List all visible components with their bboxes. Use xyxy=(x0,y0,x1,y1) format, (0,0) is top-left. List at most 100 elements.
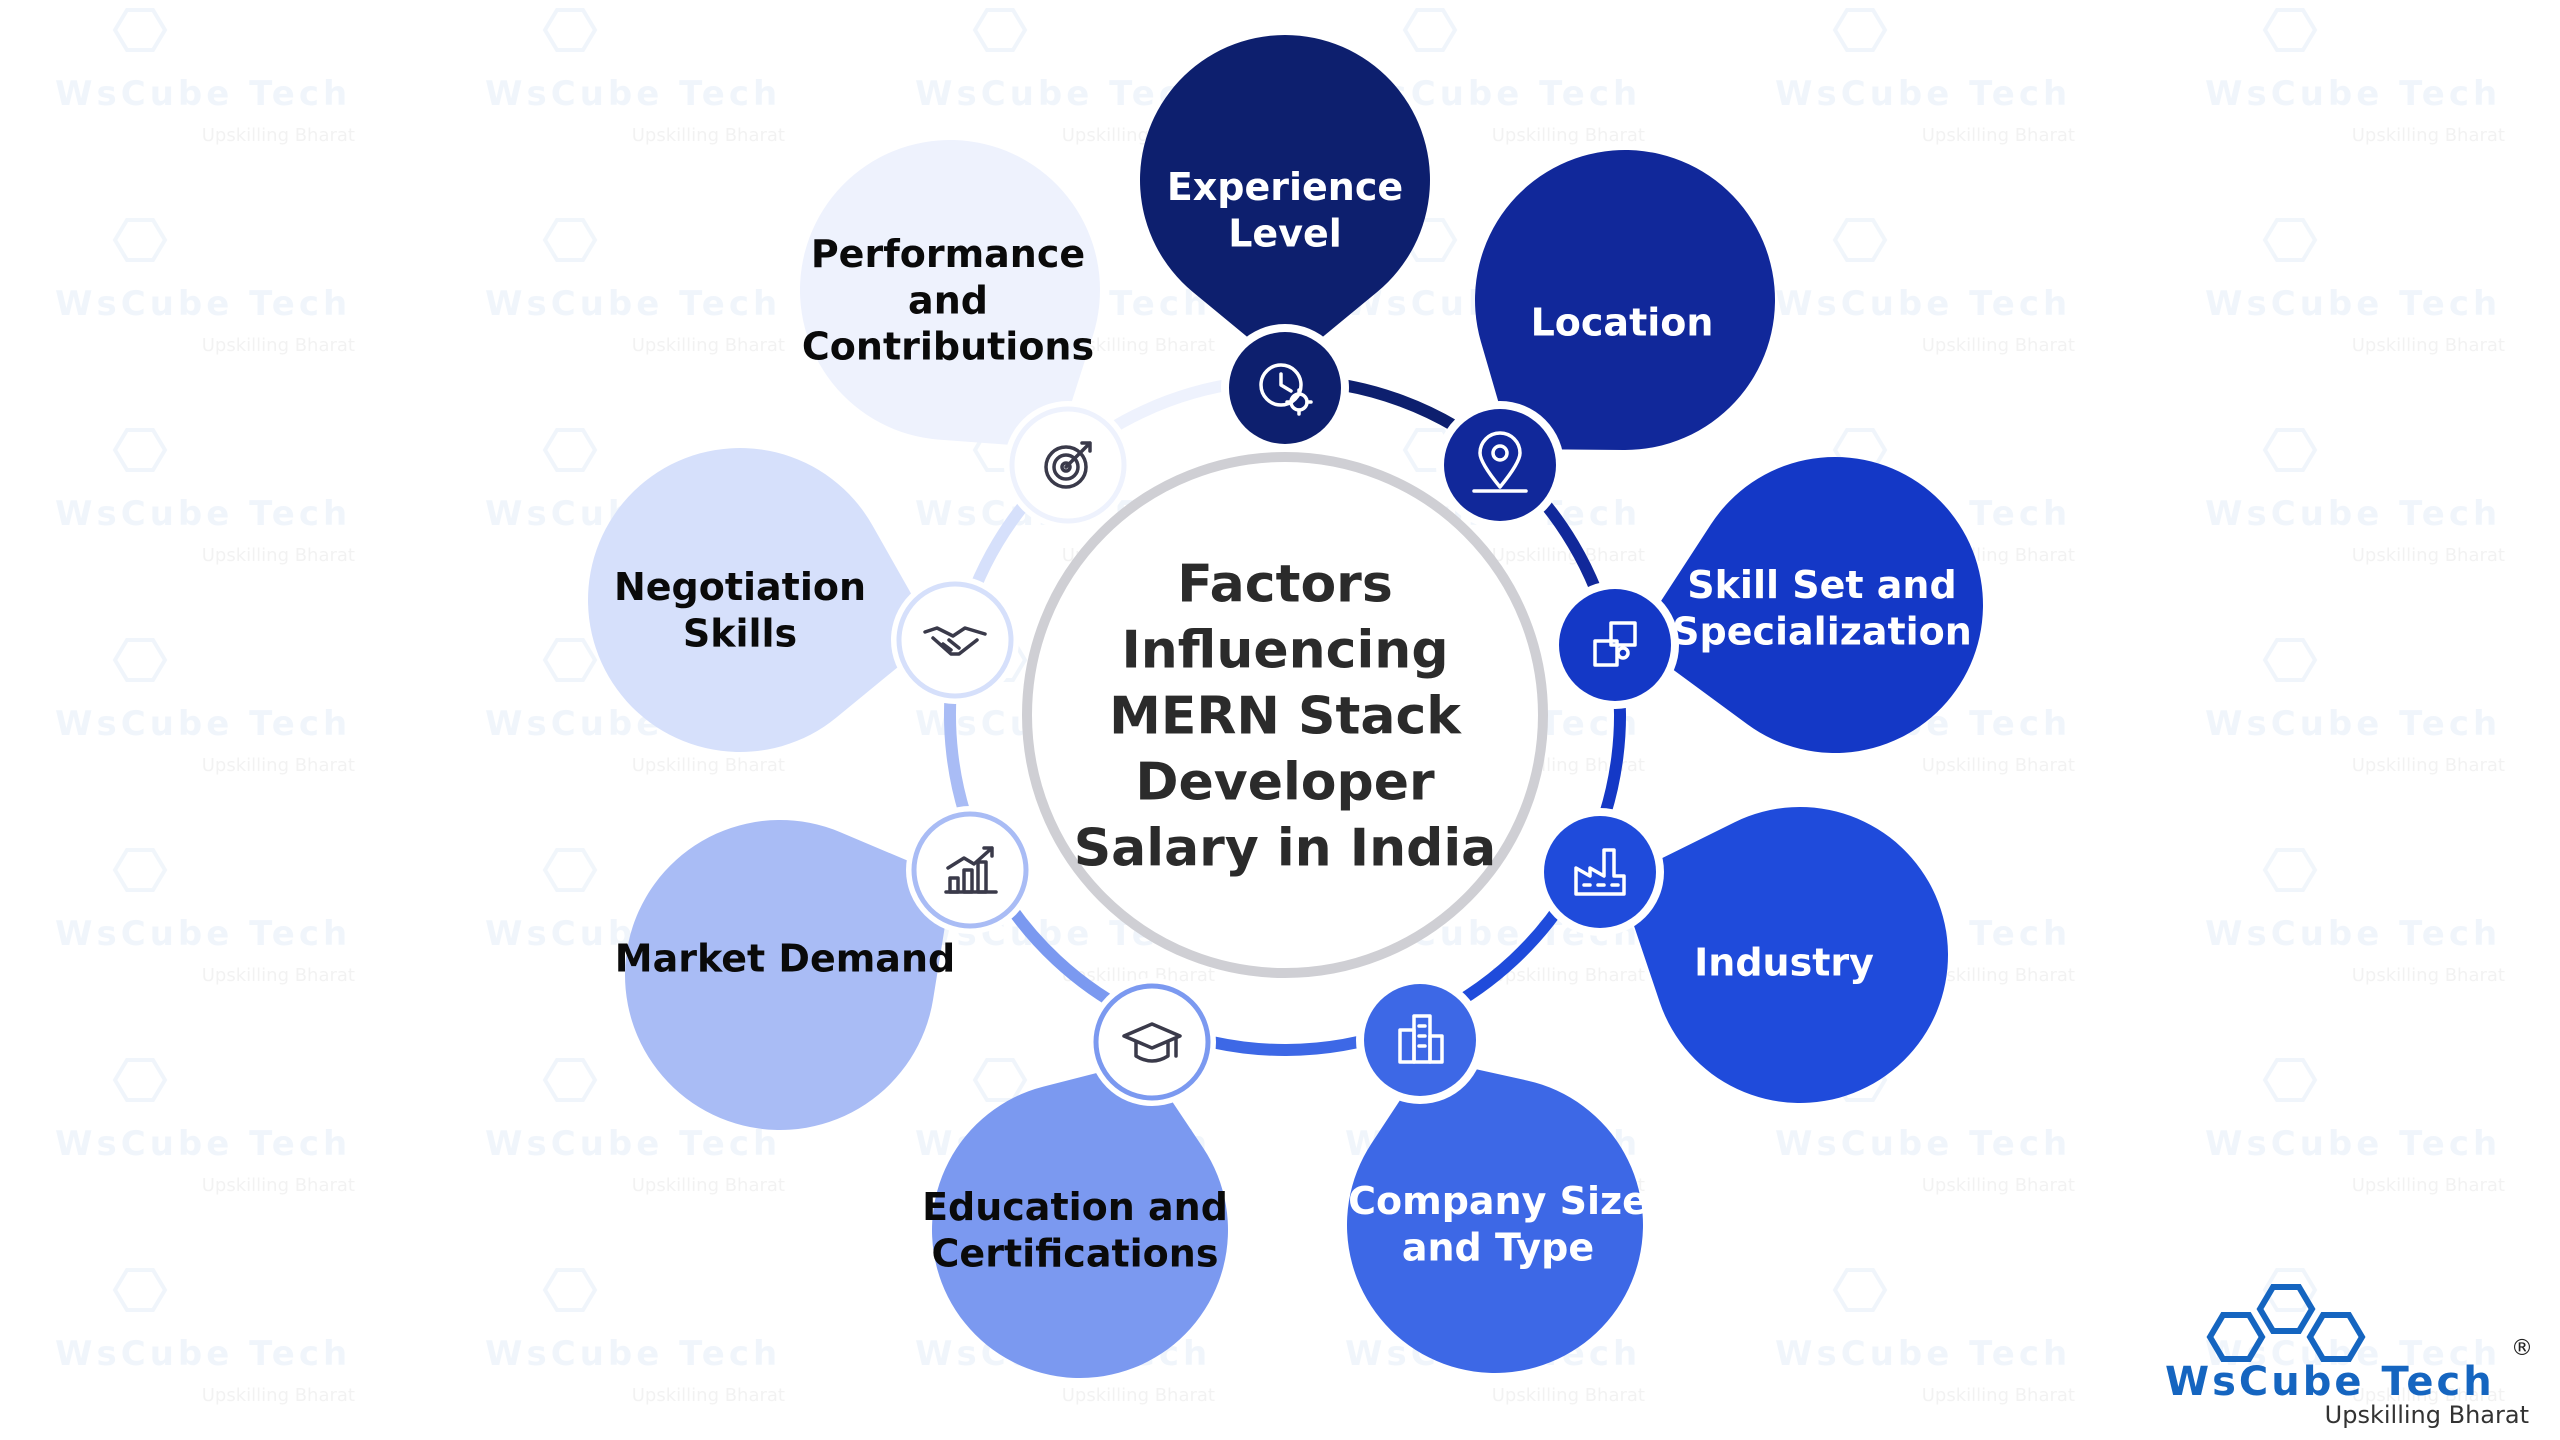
petal-shape xyxy=(1139,34,1430,368)
watermark-brand: WsCube Tech xyxy=(915,74,1211,114)
watermark-brand: WsCube Tech xyxy=(55,1334,351,1374)
watermark-brand: WsCube Tech xyxy=(55,74,351,114)
puzzle-icon xyxy=(1551,581,1679,709)
factor-label: Level xyxy=(1228,211,1342,255)
location-pin-icon xyxy=(1436,401,1564,529)
factor-label: and xyxy=(908,278,988,322)
watermark-brand: WsCube Tech xyxy=(55,914,351,954)
center-title-line: Influencing xyxy=(1121,621,1448,681)
target-icon xyxy=(1004,401,1132,529)
watermark-brand: WsCube Tech xyxy=(2205,704,2501,744)
watermark-hexagon-icon xyxy=(542,1058,598,1102)
watermark-tagline: Upskilling Bharat xyxy=(202,1385,355,1406)
watermark-hexagon-icon xyxy=(2262,638,2318,682)
watermark-hexagon-icon xyxy=(1402,8,1458,52)
watermark-tagline: Upskilling Bharat xyxy=(1062,1385,1215,1406)
center-title-line: MERN Stack xyxy=(1109,687,1462,747)
watermark-tagline: Upskilling Bharat xyxy=(2352,1385,2505,1406)
watermark-brand: WsCube Tech xyxy=(1775,1124,2071,1164)
watermark-tagline: Upskilling Bharat xyxy=(1922,335,2075,356)
logo-hexagon-icon xyxy=(2206,1284,2366,1362)
watermark-hexagon-icon xyxy=(542,1268,598,1312)
factor-petal: Market Demand xyxy=(615,820,955,1131)
watermark-brand: WsCube Tech xyxy=(55,284,351,324)
petal-shape xyxy=(1347,1058,1643,1374)
watermark-tagline: Upskilling Bharat xyxy=(2352,755,2505,776)
watermark-hexagon-icon xyxy=(112,1058,168,1102)
watermark-tagline: Upskilling Bharat xyxy=(202,125,355,146)
watermark-hexagon-icon xyxy=(2262,1268,2318,1312)
watermark-tagline: Upskilling Bharat xyxy=(2352,545,2505,566)
factor-label: Location xyxy=(1531,300,1714,344)
watermark-brand: WsCube Tech xyxy=(2205,914,2501,954)
factor-label: Education and xyxy=(922,1185,1228,1229)
factor-label: Performance xyxy=(811,232,1085,276)
watermark-tagline: Upskilling Bharat xyxy=(1922,1385,2075,1406)
logo-registered-mark: ® xyxy=(2511,1336,2533,1361)
logo-tagline: Upskilling Bharat xyxy=(2325,1401,2529,1429)
factor-label: Company Size xyxy=(1348,1179,1648,1223)
watermark-tagline: Upskilling Bharat xyxy=(2352,125,2505,146)
center-ring xyxy=(1022,452,1548,978)
watermark-hexagon-icon xyxy=(1832,218,1888,262)
watermark-tagline: Upskilling Bharat xyxy=(202,965,355,986)
watermark-hexagon-icon xyxy=(542,638,598,682)
watermark-hexagon-icon xyxy=(1832,8,1888,52)
watermark-hexagon-icon xyxy=(2262,428,2318,472)
watermark-tagline: Upskilling Bharat xyxy=(2352,965,2505,986)
center-title-line: Salary in India xyxy=(1074,819,1497,879)
watermark-brand: WsCube Tech xyxy=(2205,284,2501,324)
watermark-tagline: Upskilling Bharat xyxy=(1062,335,1215,356)
watermark-tagline: Upskilling Bharat xyxy=(632,125,785,146)
watermark-hexagon-icon xyxy=(112,638,168,682)
watermark-hexagon-icon xyxy=(542,428,598,472)
watermark-tagline: Upskilling Bharat xyxy=(202,545,355,566)
petal-shape xyxy=(624,820,953,1131)
petal-shape xyxy=(1618,807,1948,1104)
handshake-icon xyxy=(891,576,1019,704)
watermark-brand: WsCube Tech xyxy=(485,1124,781,1164)
watermark-hexagon-icon xyxy=(2262,1058,2318,1102)
watermark-hexagon-icon xyxy=(542,218,598,262)
factor-label: and Type xyxy=(1402,1225,1594,1269)
watermark-hexagon-icon xyxy=(112,8,168,52)
watermark-hexagon-icon xyxy=(2262,218,2318,262)
watermark-tagline: Upskilling Bharat xyxy=(1492,1385,1645,1406)
factor-petal: Industry xyxy=(1618,807,1948,1104)
watermark-hexagon-icon xyxy=(112,218,168,262)
watermark-brand: WsCube Tech xyxy=(55,1124,351,1164)
center-title-line: Factors xyxy=(1177,555,1393,615)
graduation-cap-icon xyxy=(1088,978,1216,1106)
watermark-brand: WsCube Tech xyxy=(1775,1334,2071,1374)
watermark-tagline: Upskilling Bharat xyxy=(1492,545,1645,566)
building-icon xyxy=(1356,976,1484,1104)
watermark-hexagon-icon xyxy=(2262,848,2318,892)
factor-label: Specialization xyxy=(1672,609,1972,653)
watermark-hexagon-icon xyxy=(542,8,598,52)
watermark-tagline: Upskilling Bharat xyxy=(2352,335,2505,356)
watermark-tagline: Upskilling Bharat xyxy=(1062,965,1215,986)
watermark-tagline: Upskilling Bharat xyxy=(1922,1175,2075,1196)
watermark-hexagon-icon xyxy=(112,848,168,892)
factor-label: Experience xyxy=(1167,165,1403,209)
